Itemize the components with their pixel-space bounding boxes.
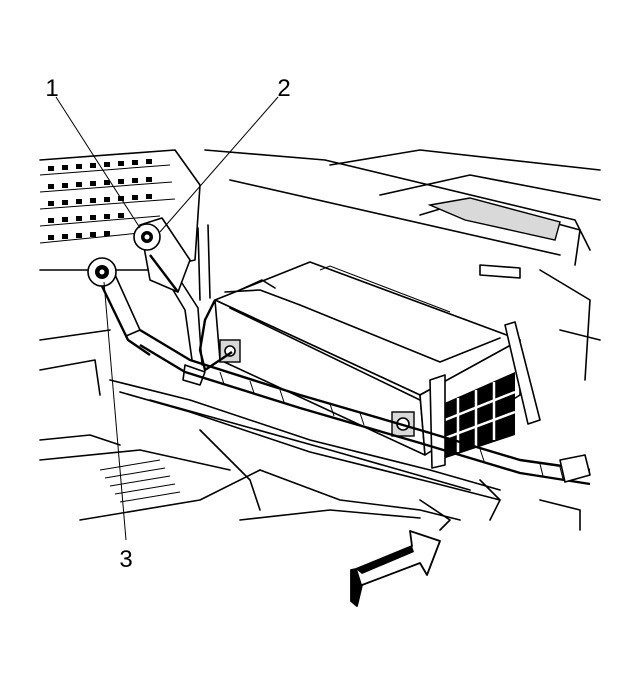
leader-line-2: [159, 96, 279, 233]
wiring-harness: [109, 279, 591, 501]
forward-arrow-icon: [350, 530, 441, 607]
battery-vent-grille: [439, 372, 516, 460]
leader-line-3: [103, 281, 127, 541]
negative-cable: [197, 224, 233, 372]
callout-label-2: 2: [277, 75, 290, 102]
leader-line-1: [55, 96, 141, 229]
leader-lines: [55, 96, 279, 541]
callout-label-3: 3: [119, 546, 132, 573]
ground-cable-eyelet: [87, 257, 151, 356]
callout-label-1: 1: [45, 75, 58, 102]
fuse-block: [39, 149, 201, 271]
ground-terminal-bolt: [133, 217, 191, 293]
callout-labels: 1 2 3: [45, 75, 290, 573]
